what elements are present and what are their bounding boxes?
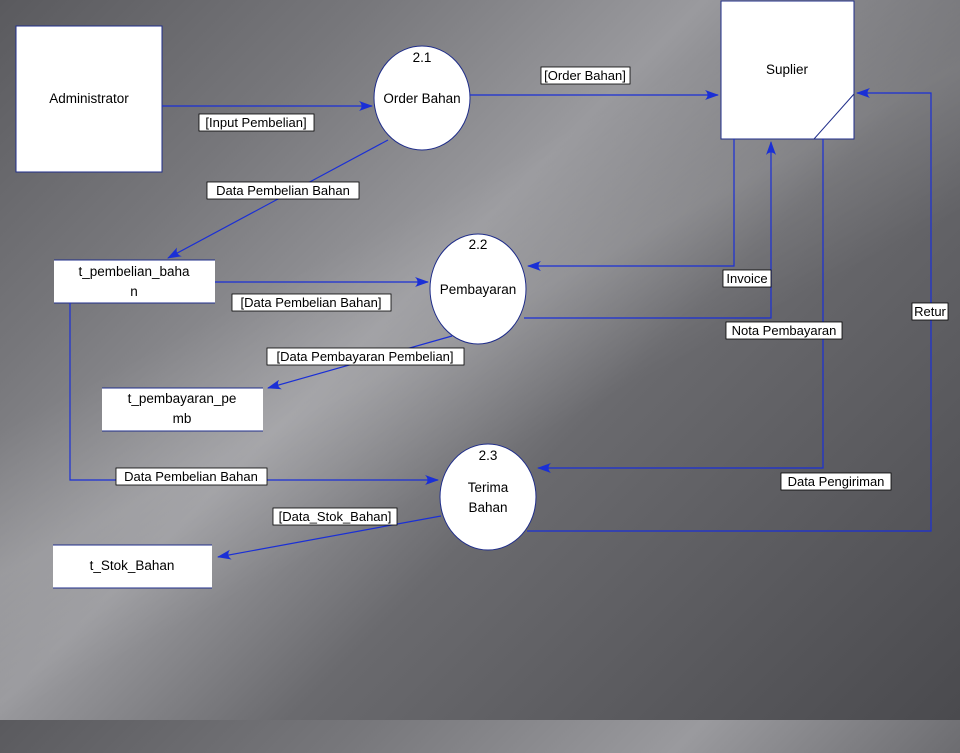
label-input-pembelian: [Input Pembelian] (198, 113, 315, 132)
store-label: t_pembelian_baha (78, 264, 190, 279)
entity-administrator[interactable]: Administrator (15, 25, 163, 173)
process-name: Pembayaran (440, 282, 517, 297)
entity-suplier[interactable]: Suplier (720, 0, 855, 140)
svg-text:Retur: Retur (914, 304, 946, 319)
process-name-line2: Bahan (468, 500, 507, 515)
label-data-pembelian-bahan-2: [Data Pembelian Bahan] (231, 293, 392, 312)
svg-text:Nota Pembayaran: Nota Pembayaran (732, 323, 837, 338)
process-id: 2.3 (479, 448, 498, 463)
label-data-pengiriman: Data Pengiriman (780, 472, 892, 491)
label-data-pembayaran-pembelian: [Data Pembayaran Pembelian] (266, 347, 465, 366)
svg-text:[Data Pembayaran Pembelian]: [Data Pembayaran Pembelian] (276, 349, 453, 364)
entity-duplicate-mark (813, 93, 855, 140)
label-invoice: Invoice (722, 269, 772, 288)
label-retur: Retur (911, 302, 949, 321)
suplier-label: Suplier (766, 62, 809, 77)
store-label-line2: mb (173, 411, 192, 426)
store-pembayaran-pemb[interactable]: t_pembayaran_pe mb (102, 387, 263, 432)
svg-text:[Input Pembelian]: [Input Pembelian] (205, 115, 306, 130)
store-label-line2: n (130, 284, 138, 299)
svg-text:[Order Bahan]: [Order Bahan] (544, 68, 626, 83)
flow-data-pengiriman (537, 139, 824, 473)
label-nota-pembayaran: Nota Pembayaran (725, 321, 843, 340)
flow-nota-pembayaran (524, 141, 776, 319)
label-data-stok-bahan: [Data_Stok_Bahan] (272, 507, 398, 526)
store-stok-bahan[interactable]: t_Stok_Bahan (53, 544, 212, 589)
flow-retur (527, 88, 932, 532)
process-terima-bahan[interactable]: 2.3 Terima Bahan (439, 443, 537, 551)
administrator-label: Administrator (49, 91, 129, 106)
process-name: Order Bahan (383, 91, 460, 106)
label-order-bahan: [Order Bahan] (540, 66, 631, 85)
svg-text:[Data Pembelian Bahan]: [Data Pembelian Bahan] (241, 295, 382, 310)
label-data-pembelian-bahan-3: Data Pembelian Bahan (115, 467, 268, 486)
process-name: Terima (468, 480, 509, 495)
label-data-pembelian-bahan-1: Data Pembelian Bahan (206, 181, 360, 200)
svg-text:Data Pembelian Bahan: Data Pembelian Bahan (216, 183, 350, 198)
process-pembayaran[interactable]: 2.2 Pembayaran (429, 233, 527, 345)
process-order-bahan[interactable]: 2.1 Order Bahan (373, 45, 471, 151)
dfd-diagram: Administrator Suplier 2.1 Order Bahan 2.… (15, 0, 949, 589)
svg-text:Invoice: Invoice (726, 271, 767, 286)
svg-text:[Data_Stok_Bahan]: [Data_Stok_Bahan] (279, 509, 392, 524)
flow-data-stok-bahan (217, 515, 442, 560)
process-id: 2.2 (469, 237, 488, 252)
svg-text:Data Pembelian Bahan: Data Pembelian Bahan (124, 469, 258, 484)
flow-data-pembelian-bahan-3 (69, 303, 439, 485)
flow-invoice (527, 139, 735, 271)
process-id: 2.1 (413, 50, 432, 65)
store-label: t_Stok_Bahan (90, 558, 175, 573)
store-label: t_pembayaran_pe (128, 391, 237, 406)
store-pembelian-bahan[interactable]: t_pembelian_baha n (54, 259, 215, 304)
svg-text:Data Pengiriman: Data Pengiriman (788, 474, 885, 489)
